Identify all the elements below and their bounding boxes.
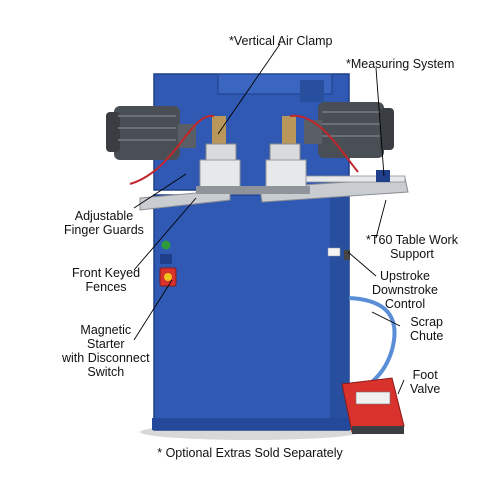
finger-guard-left xyxy=(199,159,241,189)
cabinet-base xyxy=(152,418,352,430)
disconnect-knob xyxy=(164,273,172,281)
leader-lines xyxy=(133,43,405,395)
callout-line: Control xyxy=(384,297,426,311)
callout-line: Foot xyxy=(412,368,438,382)
footnote: * Optional Extras Sold Separately xyxy=(157,446,343,460)
lower-cabinet xyxy=(153,194,350,431)
callout-scrap-chute: Scrap Chute xyxy=(410,315,443,343)
callout-line: with Disconnect xyxy=(62,351,150,365)
callout-line: Scrap xyxy=(410,315,443,329)
callout-line: Adjustable xyxy=(74,209,134,223)
left-motor xyxy=(106,106,196,160)
callout-line: Downstroke xyxy=(372,283,438,297)
foot-valve-pedal xyxy=(341,377,405,434)
vertical-air-clamp-left xyxy=(205,116,237,161)
callout-t60-table-work-support: *T60 Table Work Support xyxy=(366,233,458,261)
callout-vertical-air-clamp: *Vertical Air Clamp xyxy=(229,34,333,48)
callout-adjustable-finger-guards: Adjustable Finger Guards xyxy=(64,209,144,237)
callout-line: Finger Guards xyxy=(64,223,144,237)
callout-line: Chute xyxy=(410,329,444,343)
callout-upstroke-downstroke-control: Upstroke Downstroke Control xyxy=(372,269,438,311)
callout-line: Fences xyxy=(85,280,127,294)
red-hose-right xyxy=(289,114,359,173)
callout-line: Switch xyxy=(87,365,125,379)
vertical-air-clamp-right xyxy=(269,116,301,161)
front-fence xyxy=(196,186,310,194)
callout-line: Support xyxy=(390,247,434,261)
callout-line: Valve xyxy=(410,382,441,396)
upstroke-control xyxy=(344,250,350,260)
callout-foot-valve: Foot Valve xyxy=(410,368,440,396)
cabinet-vent xyxy=(300,80,324,102)
finger-guard-right xyxy=(265,159,307,189)
green-indicator xyxy=(161,240,171,250)
keyed-button-panel xyxy=(160,254,172,264)
callout-front-keyed-fences: Front Keyed Fences xyxy=(72,266,140,294)
measuring-stop xyxy=(376,170,390,182)
callout-line: Starter xyxy=(87,337,125,351)
callout-measuring-system: *Measuring System xyxy=(346,57,455,71)
callout-line: Magnetic xyxy=(80,323,132,337)
red-hose-left xyxy=(129,114,215,185)
warning-label xyxy=(327,247,341,257)
callout-line: Front Keyed xyxy=(72,266,141,280)
callout-line: Upstroke xyxy=(379,269,431,283)
callout-magnetic-starter: Magnetic Starter with Disconnect Switch xyxy=(62,323,150,379)
scrap-chute-hose xyxy=(348,296,397,384)
callout-line: *T60 Table Work xyxy=(366,233,458,247)
